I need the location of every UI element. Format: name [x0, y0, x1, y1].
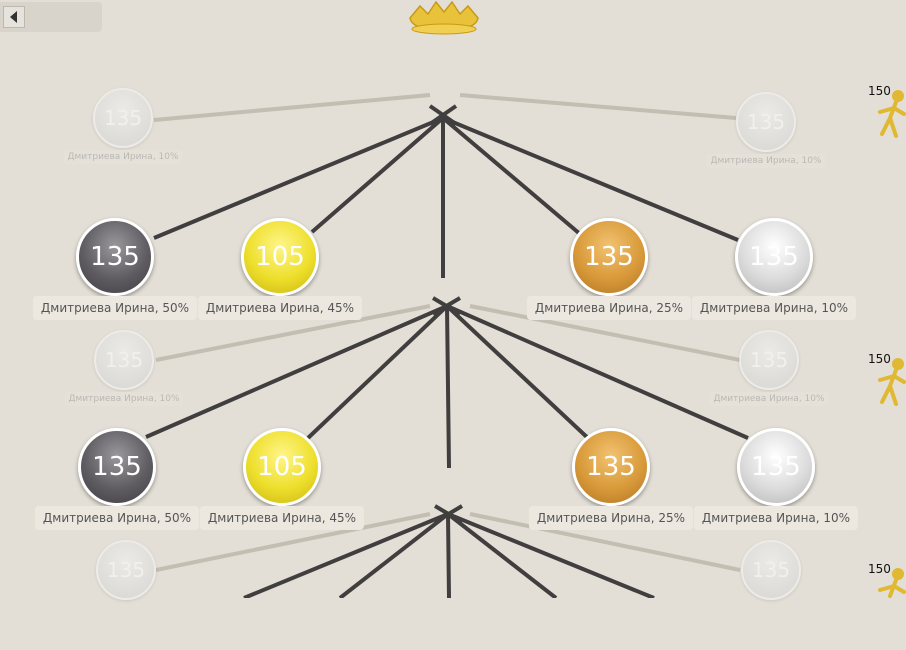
- ghost-node[interactable]: 135 Дмитриева Ирина, 10%: [679, 330, 859, 440]
- crown-icon: [409, 0, 479, 35]
- member-node[interactable]: 105 Дмитриева Ирина, 45%: [190, 218, 370, 328]
- member-caption: Дмитриева Ирина, 10%: [691, 296, 857, 320]
- ghost-caption: Дмитриева Ирина, 10%: [63, 150, 183, 164]
- ghost-coin: 135: [93, 88, 153, 148]
- member-caption: Дмитриева Ирина, 10%: [693, 506, 859, 530]
- level-badge-number: 150: [868, 562, 891, 576]
- member-node[interactable]: 135 Дмитриева Ирина, 25%: [519, 218, 699, 328]
- member-coin: 135: [735, 218, 813, 296]
- ghost-node[interactable]: 135: [681, 540, 861, 650]
- ghost-caption: Дмитриева Ирина, 10%: [64, 392, 184, 406]
- member-caption: Дмитриева Ирина, 50%: [34, 506, 200, 530]
- ghost-coin: 135: [741, 540, 801, 600]
- member-caption: Дмитриева Ирина, 25%: [526, 296, 692, 320]
- member-coin: 135: [737, 428, 815, 506]
- ghost-coin: 135: [739, 330, 799, 390]
- level-badge-number: 150: [868, 352, 891, 366]
- member-coin: 135: [572, 428, 650, 506]
- level-badge[interactable]: 150: [866, 84, 906, 148]
- ghost-coin: 135: [94, 330, 154, 390]
- ghost-node[interactable]: 135 Дмитриева Ирина, 10%: [34, 330, 214, 440]
- member-node[interactable]: 135 Дмитриева Ирина, 50%: [25, 218, 205, 328]
- member-coin: 105: [243, 428, 321, 506]
- ghost-node[interactable]: 135: [36, 540, 216, 650]
- member-coin: 105: [241, 218, 319, 296]
- member-caption: Дмитриева Ирина, 50%: [32, 296, 198, 320]
- level-badge-number: 150: [868, 84, 891, 98]
- member-node[interactable]: 135 Дмитриева Ирина, 50%: [27, 428, 207, 538]
- level-badge[interactable]: 150: [866, 562, 906, 626]
- member-caption: Дмитриева Ирина, 45%: [197, 296, 363, 320]
- gold-figure-icon: [878, 568, 906, 598]
- member-coin: 135: [76, 218, 154, 296]
- member-caption: Дмитриева Ирина, 45%: [199, 506, 365, 530]
- gold-figure-icon: [878, 90, 906, 138]
- ghost-node[interactable]: 135 Дмитриева Ирина, 10%: [676, 92, 856, 202]
- member-coin: 135: [78, 428, 156, 506]
- back-button[interactable]: [0, 2, 102, 32]
- tree-connectors: [145, 93, 749, 598]
- member-coin: 135: [570, 218, 648, 296]
- member-node[interactable]: 135 Дмитриева Ирина, 25%: [521, 428, 701, 538]
- ghost-coin: 135: [736, 92, 796, 152]
- ghost-caption: Дмитриева Ирина, 10%: [709, 392, 829, 406]
- ghost-coin: 135: [96, 540, 156, 600]
- ghost-caption: Дмитриева Ирина, 10%: [706, 154, 826, 168]
- member-node[interactable]: 105 Дмитриева Ирина, 45%: [192, 428, 372, 538]
- member-node[interactable]: 135 Дмитриева Ирина, 10%: [686, 428, 866, 538]
- ghost-node[interactable]: 135 Дмитриева Ирина, 10%: [33, 88, 213, 198]
- level-badge[interactable]: 150: [866, 352, 906, 416]
- member-caption: Дмитриева Ирина, 25%: [528, 506, 694, 530]
- gold-figure-icon: [878, 358, 906, 406]
- back-arrow-icon[interactable]: [3, 6, 25, 28]
- member-node[interactable]: 135 Дмитриева Ирина, 10%: [684, 218, 864, 328]
